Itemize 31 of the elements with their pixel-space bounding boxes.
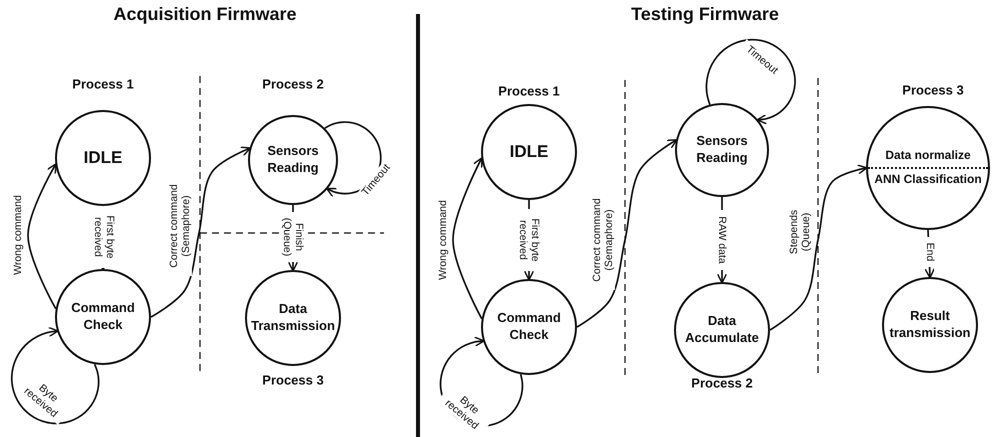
state-name: IDLE xyxy=(84,146,122,169)
arrow xyxy=(452,157,483,320)
state-name: Data Transmission xyxy=(250,301,336,335)
process-label: Process 2 xyxy=(691,376,753,390)
process-label: Process 1 xyxy=(498,84,560,98)
state-name: Sensors Reading xyxy=(266,143,320,177)
process-label: Process 3 xyxy=(902,82,964,98)
arrow xyxy=(770,164,868,331)
panel-heading: Acquisition Firmware xyxy=(113,4,297,25)
state-name: Sensors Reading xyxy=(695,133,749,167)
process-label: Process 2 xyxy=(262,76,324,92)
state-name: IDLE xyxy=(510,140,548,163)
state-name: Result transmission xyxy=(888,308,972,342)
state-name: Command Check xyxy=(70,300,136,334)
arrow xyxy=(576,139,678,328)
panel-heading: Testing Firmware xyxy=(631,4,779,25)
state-name: Data normalize xyxy=(885,148,971,164)
process-label: Process 3 xyxy=(262,372,324,388)
edge-label: End xyxy=(924,237,936,267)
arrow xyxy=(27,163,57,310)
arrow xyxy=(10,326,100,424)
state-name: ANN Classification xyxy=(874,172,982,188)
arrow xyxy=(150,146,252,318)
edge-label: RAW data xyxy=(716,210,728,270)
state-name: Command Check xyxy=(496,310,562,344)
arrow xyxy=(706,38,796,124)
process-label: Process 1 xyxy=(72,76,134,92)
state-name: Data Accumulate xyxy=(684,313,760,347)
edge-label: First byte received xyxy=(516,209,542,271)
edge-label: First byte received xyxy=(92,206,116,268)
edge-label: Finish (Queue) xyxy=(280,212,306,262)
